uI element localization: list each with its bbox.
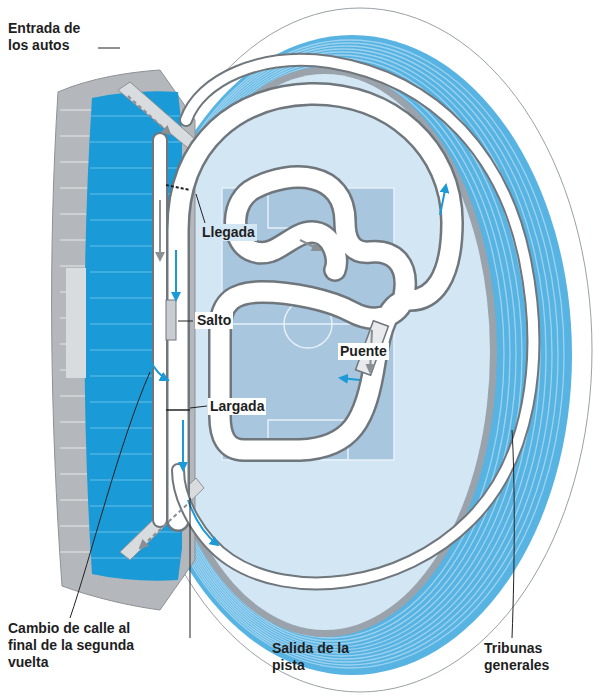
- stand-stripe: [142, 49, 546, 659]
- stand-row: [90, 532, 180, 533]
- callout-label: Largada: [208, 398, 266, 415]
- callout-label: Puente: [338, 343, 389, 360]
- stand-stripe: [138, 43, 558, 665]
- stand-row: [60, 110, 92, 111]
- callout-label: Llegada: [200, 224, 257, 241]
- callout-label: Salida de la pista: [272, 640, 372, 674]
- callout-label: Cambio de calle al final de la segunda v…: [8, 620, 158, 671]
- stand-row: [60, 162, 92, 163]
- callout-label: Salto: [195, 312, 233, 329]
- stand-row: [60, 500, 92, 501]
- stand-row: [60, 136, 92, 137]
- stand-row: [60, 188, 92, 189]
- stand-stripe: [136, 40, 564, 668]
- stand-stripe: [154, 67, 510, 641]
- stand-stripe: [150, 61, 522, 647]
- stand-stripe: [146, 55, 534, 653]
- stand-stripe: [144, 52, 540, 656]
- callout-label: Tribunas generales: [484, 640, 584, 674]
- stand-row: [90, 558, 180, 559]
- callout-label: Entrada de los autos: [8, 20, 100, 54]
- stand-stripe: [152, 64, 516, 644]
- stand-row: [60, 526, 92, 527]
- stand-row: [60, 552, 92, 553]
- stand-stripe: [140, 46, 552, 662]
